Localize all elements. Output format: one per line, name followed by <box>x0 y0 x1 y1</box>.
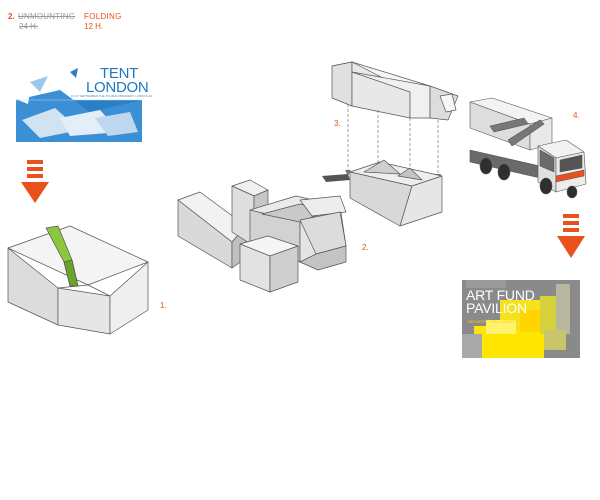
art-fund-title: ART FUND PAVILION <box>466 287 535 316</box>
step-label-1: 1. <box>160 301 167 310</box>
pavilion-unfolded-pieces <box>177 179 347 293</box>
art-fund-title-line1: ART FUND <box>466 287 535 303</box>
step-label-4: 4. <box>573 111 580 120</box>
skip-truck <box>469 97 587 199</box>
tent-london-title: TENT LONDON <box>86 65 149 96</box>
header-struck-label: UNMOUNTING <box>18 12 76 21</box>
tent-london-subtitle: 15-17 SEPTEMBER THE TRUMAN BREWERY LONDO… <box>71 94 153 98</box>
step-label-2: 2. <box>362 243 369 252</box>
pavilion-closed-block <box>7 225 149 335</box>
tent-london-logo <box>16 68 142 142</box>
art-fund-logo <box>462 280 580 358</box>
pavilion-packing-sequence <box>322 61 459 227</box>
header-struck-duration: 24 H. <box>19 22 39 31</box>
header-step-number: 2. <box>8 12 15 21</box>
header-active-label: FOLDING <box>84 12 122 21</box>
tent-london-title-line1: TENT <box>100 65 138 82</box>
art-fund-subtitle: ARCHITECTURE COMPETITION <box>468 319 529 324</box>
header-active-duration: 12 H. <box>84 22 104 31</box>
tent-london-title-line2: LONDON <box>86 79 149 96</box>
step-label-3: 3. <box>334 119 341 128</box>
down-arrow-left <box>21 160 49 203</box>
art-fund-title-line2: PAVILION <box>466 300 527 316</box>
down-arrow-right <box>557 214 585 258</box>
